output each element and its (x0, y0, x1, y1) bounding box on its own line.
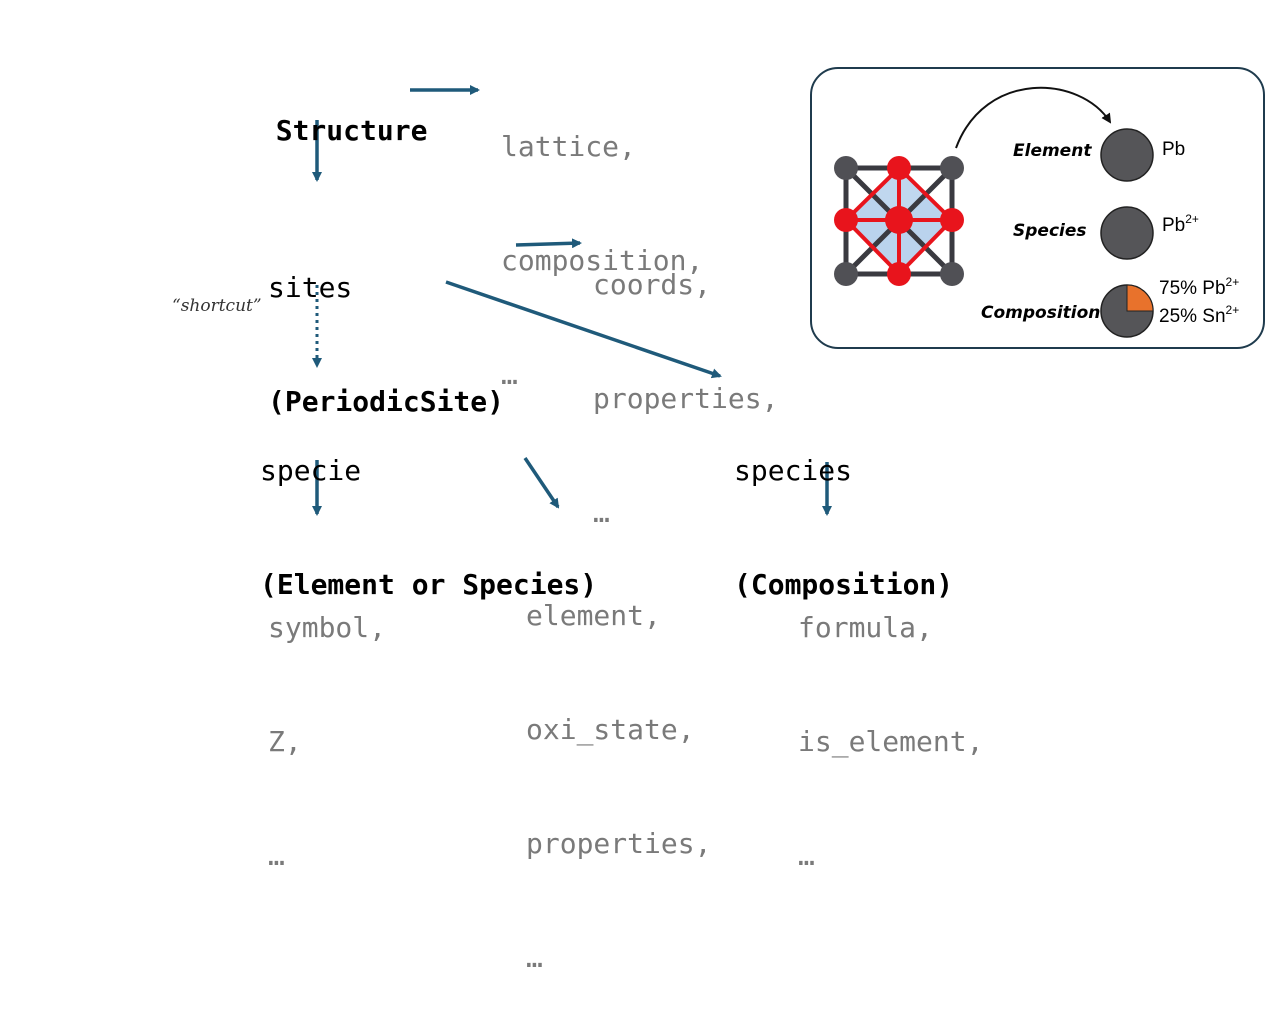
species-value: Pb2+ (1162, 212, 1199, 236)
crystal-structure-icon (834, 156, 964, 286)
inset-composition-label: Composition (981, 303, 1101, 323)
species-attr-formula: formula, (798, 611, 933, 644)
structure-attr-ellipsis: … (501, 358, 518, 391)
inset-element-label: Element (1013, 141, 1092, 161)
composition-line-2: 25% Sn2+ (1159, 303, 1240, 327)
structure-attr-composition: composition, (501, 244, 704, 277)
specie-attr-ellipsis: … (268, 839, 285, 872)
specie-attr-properties: properties, (526, 827, 712, 860)
sites-node: sites (PeriodicSite) (268, 193, 504, 459)
arrow-sites-to-species (445, 280, 722, 379)
species-circle (1100, 206, 1154, 260)
sites-attr-properties: properties, (593, 382, 779, 415)
species-type: (Composition) (734, 568, 954, 601)
sites-attrs: coords, properties, … (593, 190, 778, 570)
element-value: Pb (1162, 139, 1186, 160)
structure-node: Structure (242, 74, 428, 150)
element-circle (1100, 128, 1154, 182)
composition-line-1: 75% Pb2+ (1159, 275, 1240, 299)
specie-attr-element: element, (526, 599, 661, 632)
curved-arrow (955, 86, 1112, 149)
arrow-specie-to-element (523, 457, 560, 509)
specie-type: (Element or Species) (260, 568, 598, 601)
species-label: species (734, 454, 853, 487)
inset-graphics (834, 86, 1154, 338)
sites-label: sites (268, 271, 353, 304)
sites-attr-coords: coords, (593, 268, 712, 301)
species-attr-ellipsis: … (798, 839, 815, 872)
sites-attr-ellipsis: … (593, 496, 610, 529)
structure-attr-lattice: lattice, (501, 130, 636, 163)
pie-slice-sn (1126, 284, 1154, 312)
arrow-layer (312, 85, 832, 516)
arrow-sites-to-attrs (515, 238, 582, 249)
shortcut-label: “shortcut” (172, 296, 262, 316)
sites-type: (PeriodicSite) (268, 385, 505, 418)
species-attr-is-element: is_element, (798, 725, 984, 758)
specie-label: specie (260, 454, 362, 487)
structure-label: Structure (275, 114, 428, 147)
specie-attr-symbol: symbol, (268, 611, 387, 644)
specie-node: specie (Element or Species) (260, 376, 597, 642)
composition-pie (1100, 284, 1154, 338)
inset-species-label: Species (1013, 221, 1087, 241)
species-node: species (Composition) (734, 376, 953, 642)
specie-attr-ellipsis-2: … (526, 941, 543, 974)
structure-attrs: lattice, composition, … (501, 52, 703, 432)
specie-attr-z: Z, (268, 725, 302, 758)
inset-panel (810, 67, 1265, 349)
